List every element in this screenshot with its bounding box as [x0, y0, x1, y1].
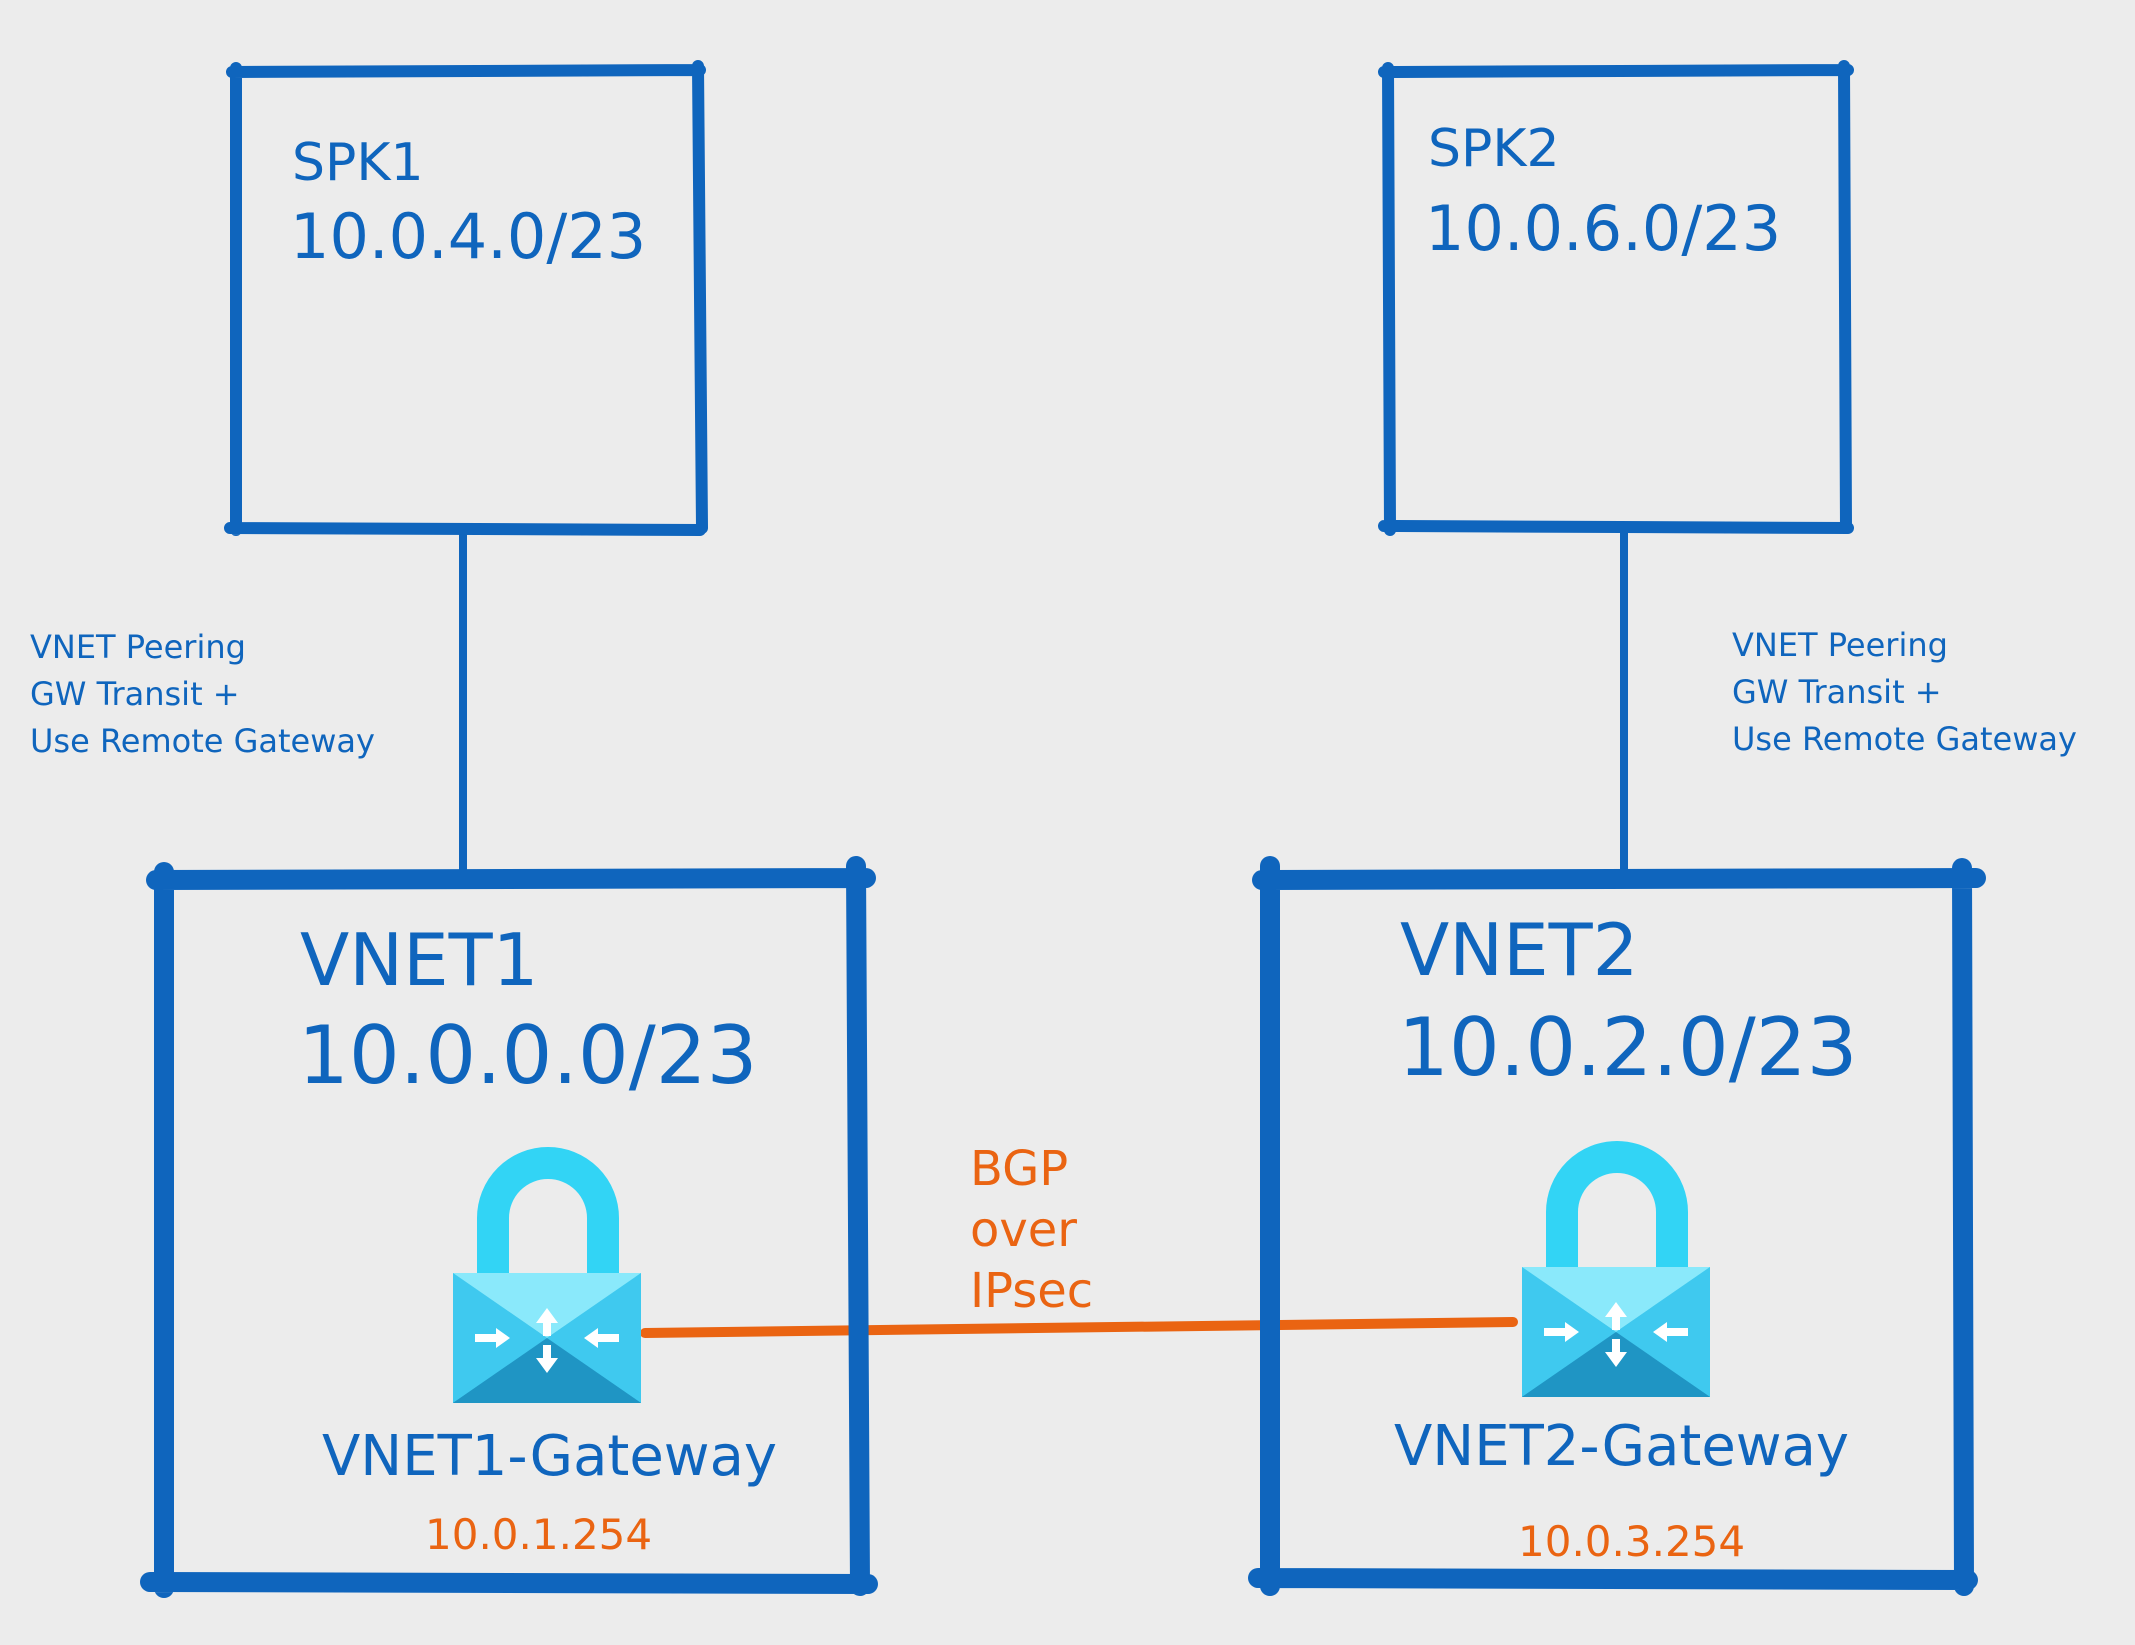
vnet2-box: VNET2 10.0.2.0/23 VNET2-Gateway 10.0.3.2…: [1248, 856, 1986, 1596]
vnet1-gateway-name: VNET1-Gateway: [322, 1424, 777, 1489]
spk2-box: SPK2 10.0.6.0/23: [1378, 60, 1854, 536]
vpn-gateway-icon: [453, 1163, 641, 1403]
vnet1-gateway-ip: 10.0.1.254: [425, 1510, 652, 1559]
spk1-peering-label: VNET Peering GW Transit + Use Remote Gat…: [30, 628, 375, 760]
spk1-cidr: 10.0.4.0/23: [290, 200, 646, 273]
spk2-peering-label: VNET Peering GW Transit + Use Remote Gat…: [1732, 626, 2077, 758]
tunnel-label-line1: BGP: [970, 1141, 1068, 1197]
bgp-tunnel-line: [640, 1317, 1518, 1338]
vnet1-name: VNET1: [300, 918, 538, 1002]
peering-label-line1: VNET Peering: [1732, 626, 1948, 664]
vnet2-cidr: 10.0.2.0/23: [1398, 1001, 1858, 1094]
vnet1-box: VNET1 10.0.0.0/23 VNET1-Gateway 10.0.1.2…: [140, 856, 878, 1598]
vnet2-gateway-ip: 10.0.3.254: [1518, 1517, 1745, 1566]
tunnel-label: BGP over IPsec: [970, 1141, 1093, 1319]
spk1-box: SPK1 10.0.4.0/23: [224, 60, 708, 536]
peering-label-line2: GW Transit +: [30, 675, 240, 713]
peering-label-line3: Use Remote Gateway: [1732, 720, 2077, 758]
tunnel-label-line3: IPsec: [970, 1263, 1093, 1319]
vnet2-gateway-name: VNET2-Gateway: [1394, 1414, 1849, 1479]
spk2-name: SPK2: [1428, 119, 1560, 179]
peering-label-line3: Use Remote Gateway: [30, 722, 375, 760]
peering-label-line2: GW Transit +: [1732, 673, 1942, 711]
spk1-name: SPK1: [292, 133, 424, 193]
vnet1-cidr: 10.0.0.0/23: [298, 1009, 758, 1102]
vpn-gateway-icon: [1522, 1157, 1710, 1397]
spk2-cidr: 10.0.6.0/23: [1425, 192, 1781, 265]
vnet2-name: VNET2: [1400, 908, 1638, 992]
peering-label-line1: VNET Peering: [30, 628, 246, 666]
tunnel-label-line2: over: [970, 1202, 1077, 1258]
